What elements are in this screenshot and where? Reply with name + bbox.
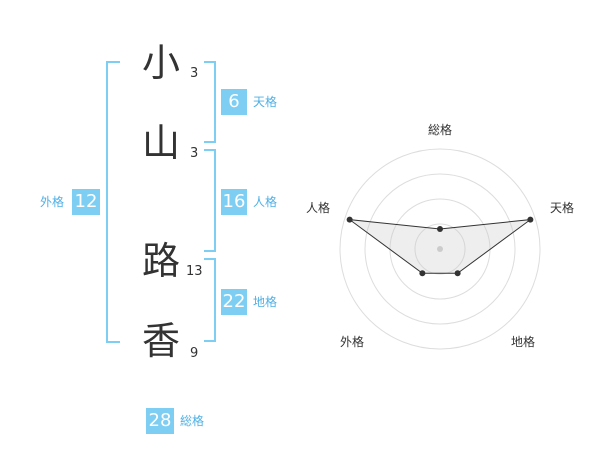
radar-point bbox=[419, 270, 426, 277]
soukaku-label: 総格 bbox=[180, 414, 205, 428]
radar-ring bbox=[414, 223, 466, 275]
radar-axis-label-soukaku: 総格 bbox=[428, 122, 452, 137]
gaikaku-value: 12 bbox=[72, 189, 100, 215]
soukaku-value: 28 bbox=[146, 408, 174, 434]
radar-axis-label-jinkaku: 人格 bbox=[306, 200, 330, 215]
stroke-count-3: 13 bbox=[186, 264, 203, 279]
gaikaku-bracket bbox=[106, 61, 120, 343]
tenkaku-label: 天格 bbox=[253, 95, 278, 109]
radar-point bbox=[437, 226, 443, 232]
gaikaku-label: 外格 bbox=[40, 195, 65, 209]
tenkaku-bracket bbox=[204, 61, 216, 143]
jinkaku-bracket bbox=[204, 149, 216, 252]
radar-point bbox=[454, 270, 461, 277]
radar-axis-label-tenkaku: 天格 bbox=[550, 200, 574, 215]
chikaku-bracket bbox=[204, 258, 216, 342]
radar-point bbox=[346, 216, 353, 223]
name-char-3: 路 bbox=[142, 239, 181, 283]
jinkaku-label: 人格 bbox=[253, 195, 278, 209]
tenkaku-value: 6 bbox=[221, 89, 247, 115]
radar-point bbox=[527, 216, 534, 223]
radar-center-dot bbox=[437, 246, 443, 252]
radar-ring bbox=[364, 173, 516, 325]
stroke-count-1: 3 bbox=[190, 66, 199, 81]
chikaku-value: 22 bbox=[221, 289, 247, 315]
name-char-1: 小 bbox=[142, 41, 181, 85]
chikaku-label: 地格 bbox=[253, 295, 278, 309]
jinkaku-value: 16 bbox=[221, 189, 247, 215]
radar-ring bbox=[339, 148, 541, 350]
stroke-count-4: 9 bbox=[190, 346, 199, 361]
stroke-count-2: 3 bbox=[190, 146, 199, 161]
radar-axis-label-gaikaku: 外格 bbox=[340, 334, 364, 349]
radar-axis-label-chikaku: 地格 bbox=[511, 334, 535, 349]
name-char-2: 山 bbox=[142, 121, 181, 165]
radar-points bbox=[346, 216, 534, 277]
name-char-4: 香 bbox=[142, 319, 181, 363]
